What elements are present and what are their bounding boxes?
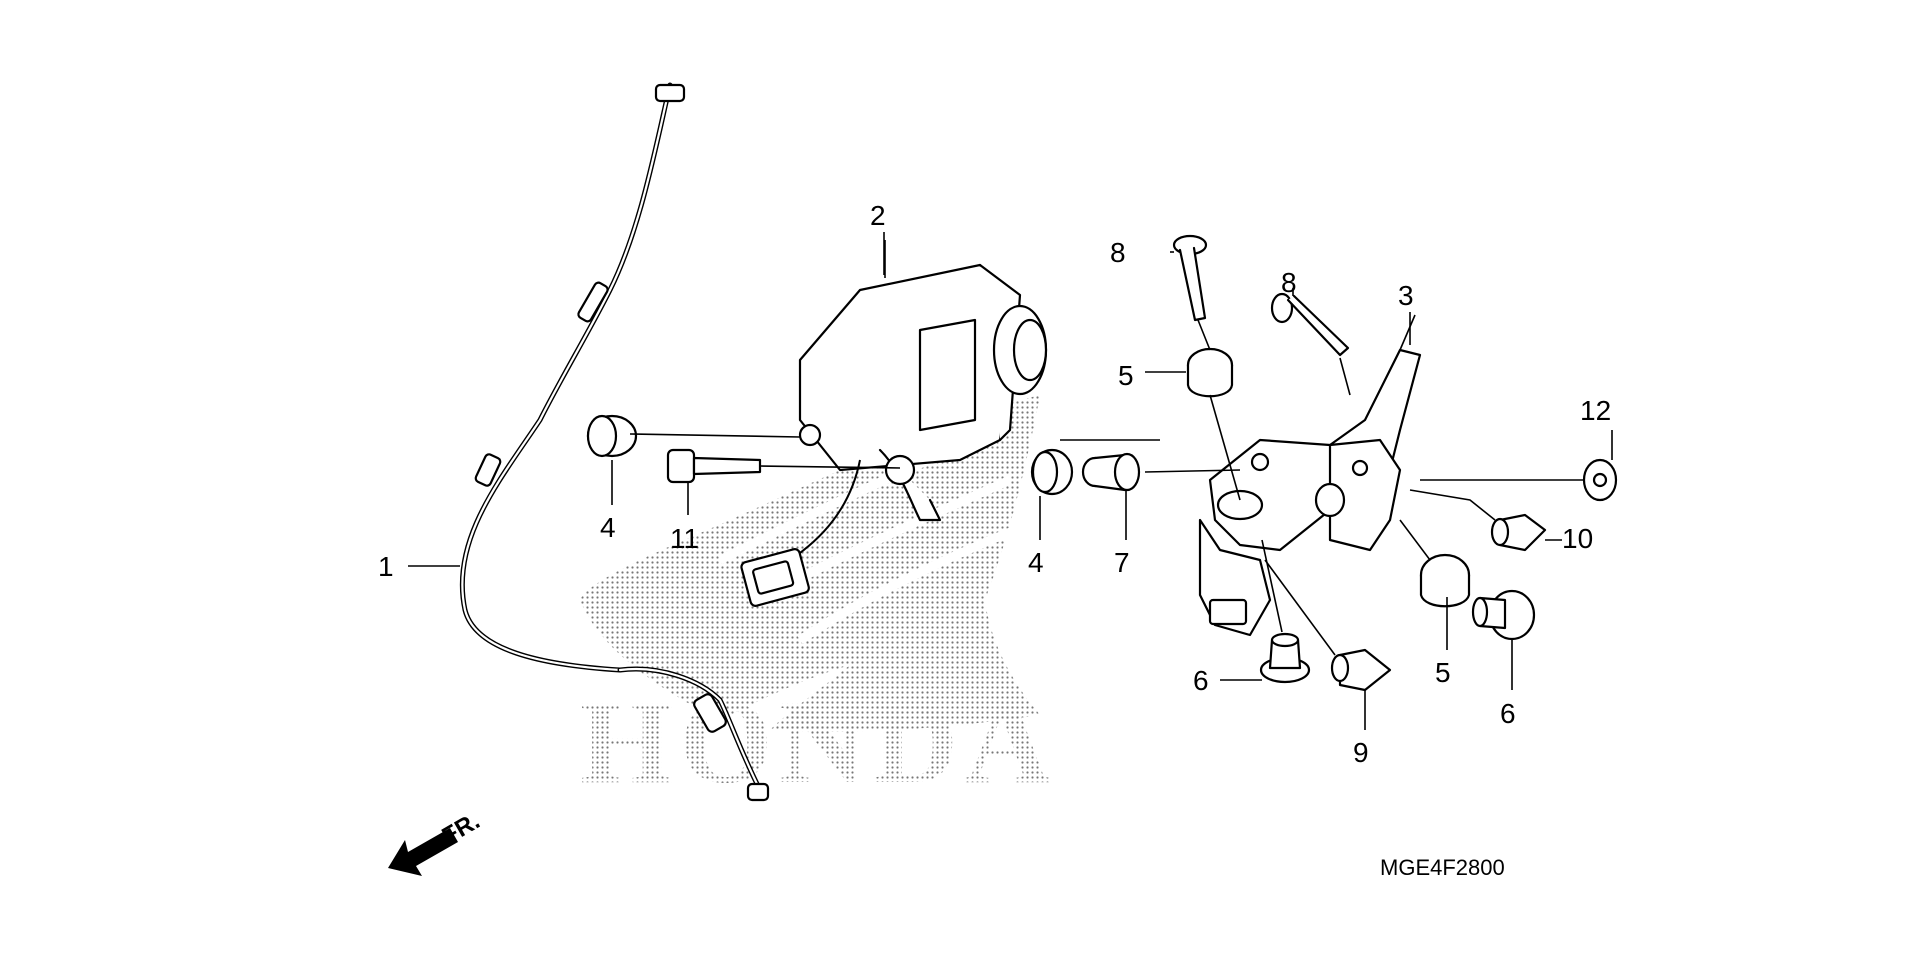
part-6-pin-right bbox=[1471, 589, 1536, 641]
callout-8-right: 8 bbox=[1281, 267, 1297, 298]
reference-code: MGE4F2800 bbox=[1380, 855, 1505, 880]
callout-8-top: 8 bbox=[1110, 237, 1126, 268]
part-3-bracket bbox=[1198, 314, 1422, 637]
part-2-actuator bbox=[740, 240, 1048, 607]
callout-5-top: 5 bbox=[1118, 360, 1134, 391]
part-5-damper-top bbox=[1186, 347, 1241, 501]
callout-4-right: 4 bbox=[1028, 547, 1044, 578]
callout-11: 11 bbox=[670, 523, 699, 554]
part-12-nut bbox=[1420, 458, 1618, 502]
callout-2: 2 bbox=[870, 200, 886, 231]
part-4-grommet-left bbox=[586, 414, 801, 458]
part-10-clip bbox=[1409, 489, 1547, 552]
callout-4-left: 4 bbox=[600, 512, 616, 543]
callout-6-bottom: 6 bbox=[1193, 665, 1209, 696]
part-5-damper-bottom bbox=[1399, 519, 1471, 608]
callout-3: 3 bbox=[1398, 280, 1414, 311]
front-direction-arrow-icon bbox=[388, 828, 458, 876]
callout-12: 12 bbox=[1580, 395, 1611, 426]
part-8-screw-right bbox=[1270, 292, 1351, 396]
leader-lines bbox=[408, 232, 1613, 730]
callout-6-right: 6 bbox=[1500, 698, 1516, 729]
part-4-grommet-right bbox=[1030, 439, 1160, 496]
callout-1: 1 bbox=[378, 551, 394, 582]
part-8-screw-top bbox=[1172, 234, 1211, 351]
callout-7: 7 bbox=[1114, 547, 1130, 578]
callout-5-bottom: 5 bbox=[1435, 657, 1451, 688]
callout-10: 10 bbox=[1562, 523, 1593, 554]
part-6-pin-bottom bbox=[1259, 539, 1311, 684]
part-9-clip bbox=[1264, 559, 1392, 692]
honda-watermark-text: HONDA bbox=[580, 675, 1057, 808]
part-1-cable bbox=[459, 82, 770, 802]
part-11-bolt bbox=[666, 448, 901, 484]
part-7-collar bbox=[1081, 452, 1241, 492]
callout-9: 9 bbox=[1353, 737, 1369, 768]
